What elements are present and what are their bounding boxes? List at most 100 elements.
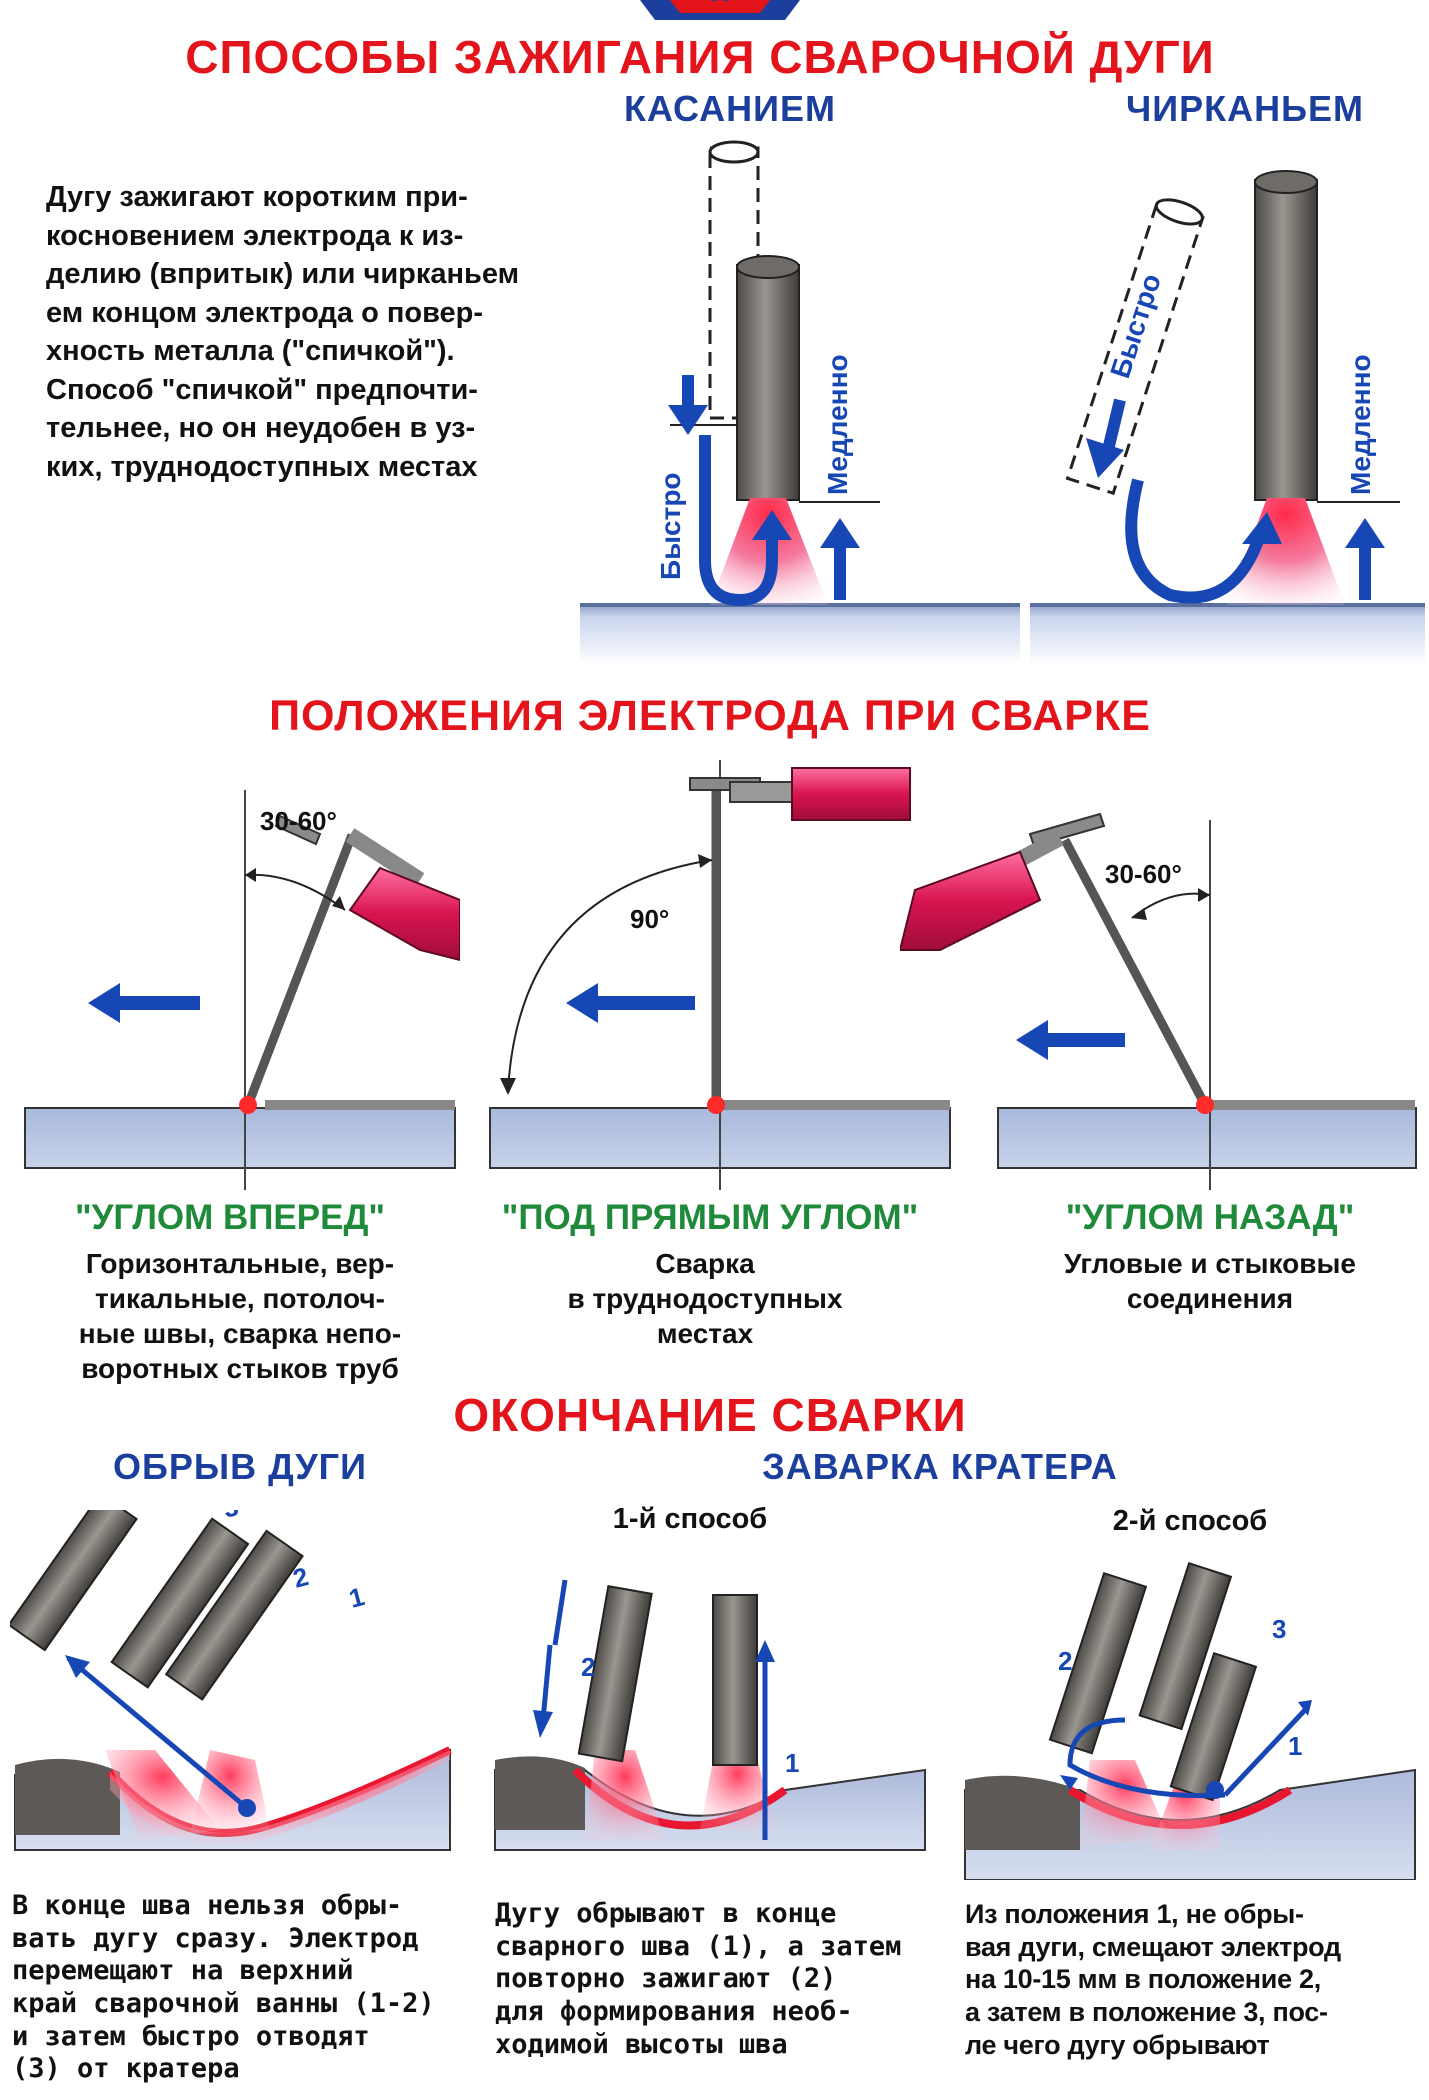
position-number: 2 — [1058, 1646, 1072, 1676]
description-line: тельнее, но он неудобен в уз- — [46, 412, 476, 445]
page-number: 33 — [690, 0, 750, 4]
position-number: 2 — [581, 1652, 595, 1682]
curve-arrow-icon — [1125, 478, 1266, 604]
loop-arrow-icon — [1067, 1717, 1226, 1799]
description-line: сварного шва (1), а затем — [495, 1930, 902, 1962]
fast-label: Быстро — [1104, 270, 1167, 382]
metal-plate — [997, 1107, 1417, 1169]
position-number: 1 — [346, 1581, 368, 1614]
description-line: косновением электрода к из- — [46, 219, 464, 252]
description-line: Угловые и стыковые — [1064, 1248, 1356, 1279]
move-arrow-icon — [1223, 1708, 1307, 1797]
position-forward-description: Горизонтальные, вер- тикальные, потолоч-… — [40, 1246, 440, 1386]
description-line: Способ "спичкой" предпочти- — [46, 373, 478, 406]
move-arrow-icon — [66, 1656, 249, 1810]
description-line: тикальные, потолоч- — [95, 1283, 385, 1314]
description-line: а затем в положение 3, пос- — [965, 1996, 1328, 2027]
slow-label: Медленно — [822, 354, 853, 495]
description-line: Из положения 1, не обры- — [965, 1899, 1304, 1929]
position-number: 3 — [1272, 1614, 1286, 1644]
description-line: ходимой высоты шва — [495, 2028, 788, 2060]
position-backward-description: Угловые и стыковые соединения — [1030, 1246, 1390, 1316]
arc-point — [239, 1096, 257, 1114]
backward-angle-illustration: 30-60° — [900, 812, 1417, 1190]
electrode-position — [164, 1529, 304, 1701]
position-right-name: "ПОД ПРЯМЫМ УГЛОМ" — [501, 1198, 919, 1237]
arc-break-title: ОБРЫВ ДУГИ — [113, 1446, 367, 1487]
touch-title: КАСАНИЕМ — [623, 88, 837, 129]
page-badge — [640, 0, 800, 20]
crater-method2-description: Из положения 1, не обры- вая дуги, смеща… — [965, 1898, 1425, 2061]
weld-seam — [720, 1100, 950, 1110]
description-line: ные швы, сварка непо- — [78, 1318, 402, 1349]
position-forward-name: "УГЛОМ ВПЕРЕД" — [75, 1198, 385, 1237]
description-line: на 10-15 мм в положение 2, — [965, 1964, 1321, 1995]
crater-method1-illustration: 2 1 — [494, 1579, 926, 1851]
right-angle-illustration: 90° — [489, 760, 951, 1190]
angle-label: 30-60° — [260, 806, 337, 836]
crater-method2-illustration: 1 2 3 — [964, 1561, 1416, 1880]
description-line: (3) от кратера — [12, 2053, 240, 2085]
forward-angle-illustration: 30-60° — [24, 790, 460, 1190]
electrode-position — [577, 1585, 653, 1763]
arc-point — [707, 1096, 725, 1114]
angle-label: 90° — [630, 904, 669, 934]
electrode-position — [1138, 1561, 1233, 1731]
weld-seam — [965, 1775, 1080, 1850]
weld-seam — [15, 1758, 120, 1835]
electrode-holder — [348, 866, 460, 962]
description-line: Дугу зажигают коротким при- — [46, 181, 468, 213]
electrode — [243, 833, 357, 1107]
description-line: для формирования необ- — [495, 1995, 853, 2027]
electrode — [1061, 837, 1209, 1108]
description-line: Сварка — [655, 1248, 755, 1279]
description-line: ле чего дугу обрывают — [965, 2029, 1270, 2060]
scratch-method-illustration: Быстро Медленно — [1030, 170, 1425, 665]
description-line: соединения — [1126, 1283, 1294, 1314]
section3-title: ОКОНЧАНИЕ СВАРКИ — [453, 1389, 967, 1441]
u-turn-arrow-icon — [699, 435, 778, 607]
position-number: 3 — [220, 1510, 242, 1524]
position-number: 1 — [785, 1748, 799, 1778]
position-backward-name: "УГЛОМ НАЗАД" — [1065, 1198, 1355, 1237]
angle-label: 30-60° — [1105, 859, 1182, 889]
description-line: делию (впритык) или чирканьем — [46, 258, 520, 291]
description-line: вать дугу сразу. Электрод — [12, 1922, 419, 1954]
description-line: повторно зажигают (2) — [495, 1963, 837, 1995]
electrode — [1254, 179, 1318, 501]
metal-plate — [1030, 605, 1425, 665]
metal-plate — [580, 605, 1020, 665]
down-arrow-icon — [540, 1644, 553, 1721]
description-line: ких, труднодоступных местах — [46, 450, 478, 483]
arc — [1227, 498, 1345, 605]
arc-point — [1196, 1096, 1214, 1114]
crater-title: ЗАВАРКА КРАТЕРА — [762, 1446, 1118, 1487]
description-line: перемещают на верхний — [12, 1955, 354, 1987]
description-line: В конце шва нельзя обры- — [12, 1890, 403, 1921]
electrode — [736, 264, 800, 501]
metal-plate — [24, 1107, 456, 1169]
description-line: вая дуги, смещают электрод — [965, 1931, 1341, 1962]
position-number: 1 — [1288, 1731, 1302, 1761]
electrode-position — [110, 1517, 250, 1689]
down-arrow-icon — [1102, 398, 1126, 452]
electrode-position — [10, 1510, 138, 1652]
weld-seam — [1205, 1100, 1415, 1110]
description-line: край сварочной ванны (1-2) — [12, 1987, 435, 2019]
position-number: 2 — [290, 1561, 312, 1594]
description-line: и затем быстро отводят — [12, 2020, 370, 2052]
slow-label: Медленно — [1345, 354, 1376, 495]
crater-method1-description: Дугу обрывают в конце сварного шва (1), … — [495, 1898, 940, 2061]
method2-label: 2-й способ — [1112, 1505, 1268, 1537]
section2-title: ПОЛОЖЕНИЯ ЭЛЕКТРОДА ПРИ СВАРКЕ — [269, 692, 1151, 740]
arc-break-description: В конце шва нельзя обры- вать дугу сразу… — [12, 1890, 477, 2086]
position-right-description: Сварка в труднодоступных местах — [520, 1246, 890, 1351]
weld-seam — [265, 1100, 455, 1110]
description-line: воротных стыков труб — [81, 1353, 399, 1384]
description-line: ем концом электрода о повер- — [46, 296, 484, 329]
arc-break-illustration: 1 2 3 — [10, 1510, 452, 1851]
weld-seam — [495, 1756, 585, 1830]
description-line: Горизонтальные, вер- — [85, 1248, 395, 1279]
description-line: в труднодоступных — [567, 1283, 843, 1314]
description-line: хность металла ("спичкой"). — [46, 335, 455, 368]
